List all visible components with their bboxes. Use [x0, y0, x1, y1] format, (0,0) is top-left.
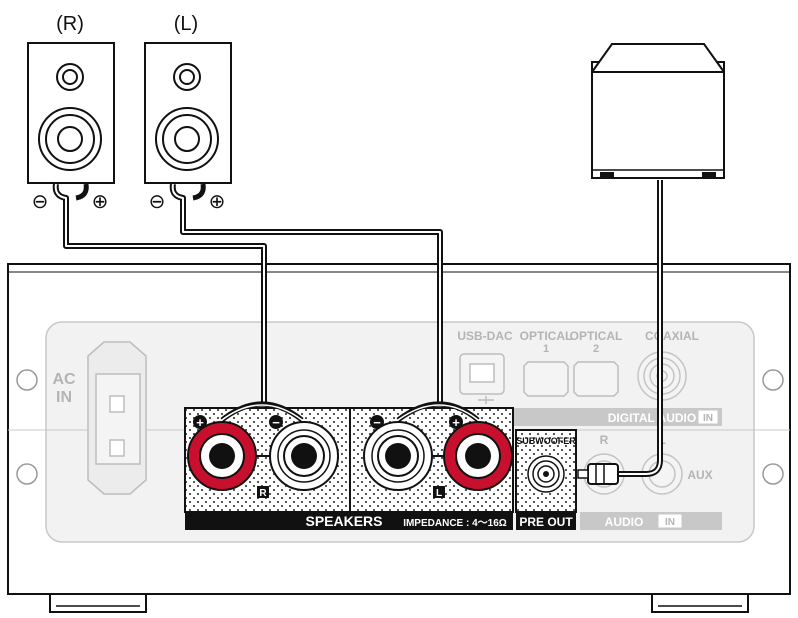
- terminal-r-label: R: [259, 488, 267, 499]
- speaker-terminals: SPEAKERS IMPEDANCE : 4～16Ω + − − + R: [184, 407, 514, 530]
- subwoofer-pre-out: SUBWOOFER PRE OUT: [515, 429, 577, 530]
- terminal-r-positive: [187, 421, 257, 491]
- terminal-r-negative: [269, 421, 339, 491]
- usb-dac-label: USB-DAC: [457, 329, 513, 343]
- optical-1-port: [523, 361, 569, 397]
- speaker-right-minus-icon: ⊖: [32, 191, 49, 213]
- terminal-l-plus-icon: +: [452, 415, 460, 430]
- ac-in-label-2: IN: [56, 389, 72, 406]
- speaker-left-plus-icon: ⊕: [209, 191, 226, 213]
- speaker-left-minus-icon: ⊖: [149, 191, 166, 213]
- aux-label: AUX: [687, 468, 712, 482]
- usb-icon: [478, 396, 494, 404]
- speakers-title: SPEAKERS: [305, 513, 382, 529]
- ac-inlet: AC IN: [52, 341, 147, 495]
- optical-2-port: [573, 361, 619, 397]
- digital-source-device: [591, 43, 725, 179]
- terminal-l-positive: [443, 421, 513, 491]
- audio-in-badge: IN: [665, 517, 675, 528]
- terminal-l-minus-icon: −: [373, 415, 381, 430]
- speaker-cable-right: [52, 183, 304, 422]
- terminal-l-label: L: [436, 488, 442, 499]
- speaker-left: [144, 42, 232, 184]
- subwoofer-label: SUBWOOFER: [516, 436, 576, 446]
- source-cable: [577, 180, 663, 485]
- terminal-l-negative: [363, 421, 433, 491]
- unit-feet: [49, 593, 749, 613]
- speaker-right: [27, 42, 115, 184]
- optical-1-label: OPTICAL: [520, 329, 573, 343]
- speaker-right-plus-icon: ⊕: [92, 191, 109, 213]
- optical-2-label: OPTICAL: [570, 329, 623, 343]
- terminal-r-minus-icon: −: [272, 415, 280, 430]
- ac-in-label-1: AC: [52, 371, 76, 388]
- coaxial-label: COAXIAL: [645, 329, 699, 343]
- digital-audio-bar: [512, 408, 722, 426]
- rca-plug: [587, 463, 619, 485]
- digital-audio-in-badge: IN: [703, 413, 713, 424]
- aux-r-label: R: [600, 433, 609, 447]
- optical-1-number: 1: [543, 343, 549, 355]
- speaker-left-label: (L): [174, 13, 198, 35]
- speaker-cable-left: [169, 183, 480, 422]
- terminal-r-plus-icon: +: [196, 415, 204, 430]
- pre-out-label: PRE OUT: [519, 515, 573, 529]
- digital-audio-label: DIGITAL AUDIO: [608, 411, 696, 425]
- audio-label: AUDIO: [605, 515, 644, 529]
- speakers-impedance: IMPEDANCE : 4～16Ω: [403, 518, 507, 529]
- optical-2-number: 2: [593, 343, 599, 355]
- speaker-right-label: (R): [56, 13, 84, 35]
